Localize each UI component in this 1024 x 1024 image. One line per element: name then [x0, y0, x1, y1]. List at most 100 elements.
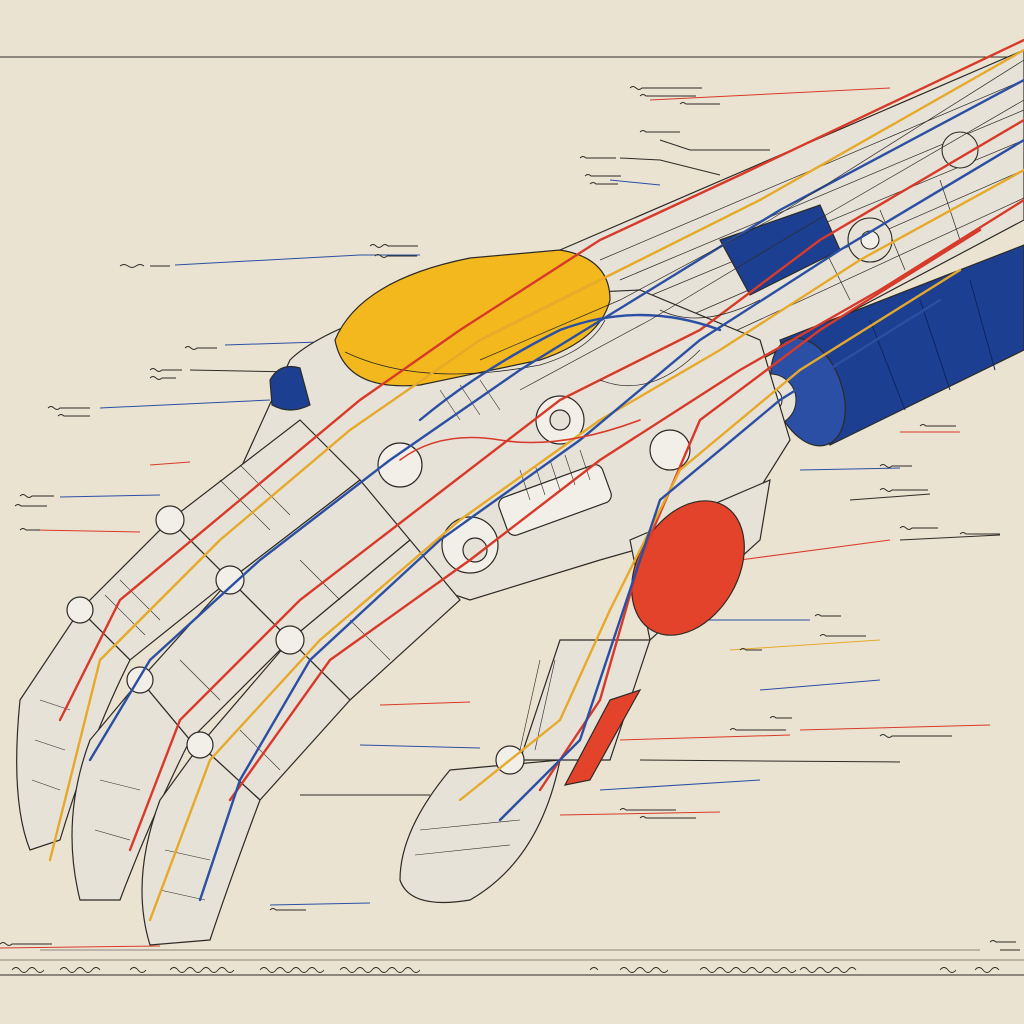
- palm-joint: [377, 442, 423, 488]
- annotation-mark: [639, 130, 680, 133]
- knuckle-joint: [215, 565, 245, 595]
- finger-segment-distal: [71, 679, 191, 901]
- leader-line: [759, 679, 881, 691]
- annotation-mark: [739, 648, 762, 651]
- leader-line: [609, 179, 661, 186]
- yellow-wire: [148, 168, 1024, 922]
- annotation-mark: [639, 94, 696, 97]
- title-block-mark: [339, 967, 421, 973]
- finger-segment-distal: [16, 609, 131, 851]
- finger-assemblies: [16, 419, 461, 946]
- title-block-mark: [589, 967, 669, 973]
- annotation-mark: [639, 816, 696, 819]
- cable: [479, 59, 1024, 361]
- annotation-mark: [149, 376, 176, 380]
- rib: [414, 844, 511, 856]
- annotation-mark: [919, 424, 956, 427]
- annotation-mark: [149, 368, 182, 372]
- leader-line: [34, 529, 141, 533]
- yellow-plate-edge: [344, 319, 606, 375]
- sleeve-bands: [869, 279, 996, 411]
- rib: [34, 739, 66, 751]
- title-block-mark: [259, 967, 325, 973]
- rib: [94, 829, 131, 841]
- annotation-mark: [269, 908, 306, 911]
- annotation-mark: [619, 808, 676, 811]
- rib: [534, 659, 556, 751]
- title-block-mark: [939, 967, 1000, 973]
- title-block-scribbles: [11, 967, 1000, 973]
- annotation-scribbles: [0, 86, 1020, 951]
- annotation-mark: [679, 102, 720, 105]
- wrist-gear-hub: [860, 230, 880, 250]
- annotation-mark: [584, 174, 621, 177]
- title-block-mark: [799, 967, 857, 973]
- leader-line: [849, 493, 931, 501]
- annotation-mark: [47, 406, 90, 410]
- annotation-mark: [629, 86, 702, 90]
- leader-line: [224, 341, 321, 346]
- annotation-mark: [579, 156, 616, 159]
- annotation-mark: [899, 526, 938, 530]
- palm-joint-hub: [549, 409, 571, 431]
- wrist-gear: [941, 131, 979, 169]
- wiring-harness: [48, 38, 1024, 922]
- rib: [99, 779, 141, 791]
- annotation-mark: [879, 734, 952, 738]
- leader-lines: [0, 87, 1001, 951]
- blue-wire: [198, 138, 1024, 902]
- index-finger: [16, 419, 361, 851]
- annotation-mark: [729, 728, 786, 731]
- annotation-mark: [819, 634, 866, 637]
- red-wire: [399, 419, 641, 461]
- rib: [349, 619, 391, 661]
- title-block-mark: [129, 967, 235, 973]
- annotation-mark: [589, 182, 618, 185]
- thumb-ribbing: [414, 659, 556, 856]
- title-block-mark: [699, 967, 797, 973]
- leader-line: [0, 945, 161, 949]
- yellow-dorsal-plate: [334, 249, 611, 387]
- palm-assembly: [239, 249, 791, 601]
- leader-line: [269, 902, 371, 906]
- thumb-segment-distal: [399, 759, 561, 904]
- rib: [299, 559, 341, 601]
- rib: [479, 379, 501, 411]
- leader-line: [799, 467, 901, 471]
- annotation-mark: [879, 464, 912, 468]
- knuckle-joint: [126, 666, 154, 694]
- rib: [239, 729, 281, 771]
- rib: [219, 479, 271, 531]
- annotation-mark: [369, 244, 418, 248]
- red-wire: [128, 118, 1024, 852]
- leader-line: [619, 734, 791, 741]
- leader-line: [99, 399, 271, 409]
- annotation-mark: [14, 504, 47, 507]
- knuckle-joint: [186, 731, 214, 759]
- knuckle-joint: [155, 505, 185, 535]
- knuckle-joint: [275, 625, 305, 655]
- red-wire: [228, 198, 1024, 802]
- leader-line: [739, 539, 891, 561]
- yellow-wire: [48, 48, 1024, 862]
- leader-line: [659, 139, 770, 151]
- leader-line: [599, 779, 761, 791]
- leader-line: [729, 639, 881, 651]
- rib: [719, 197, 1024, 339]
- sleeve-band: [969, 279, 996, 371]
- rib: [579, 449, 591, 481]
- leader-line: [649, 87, 891, 101]
- annotation-mark: [0, 942, 52, 946]
- red-thumb-strip: [563, 688, 642, 786]
- rib: [419, 819, 521, 831]
- sheet-frame: [0, 56, 1024, 976]
- rib: [31, 779, 61, 791]
- leader-line: [619, 157, 721, 176]
- rib: [459, 384, 481, 416]
- leader-line: [59, 494, 161, 498]
- sleeve-band: [919, 299, 951, 391]
- cable: [519, 99, 1024, 391]
- annotation-mark: [19, 494, 54, 498]
- sleeve-band: [869, 319, 906, 411]
